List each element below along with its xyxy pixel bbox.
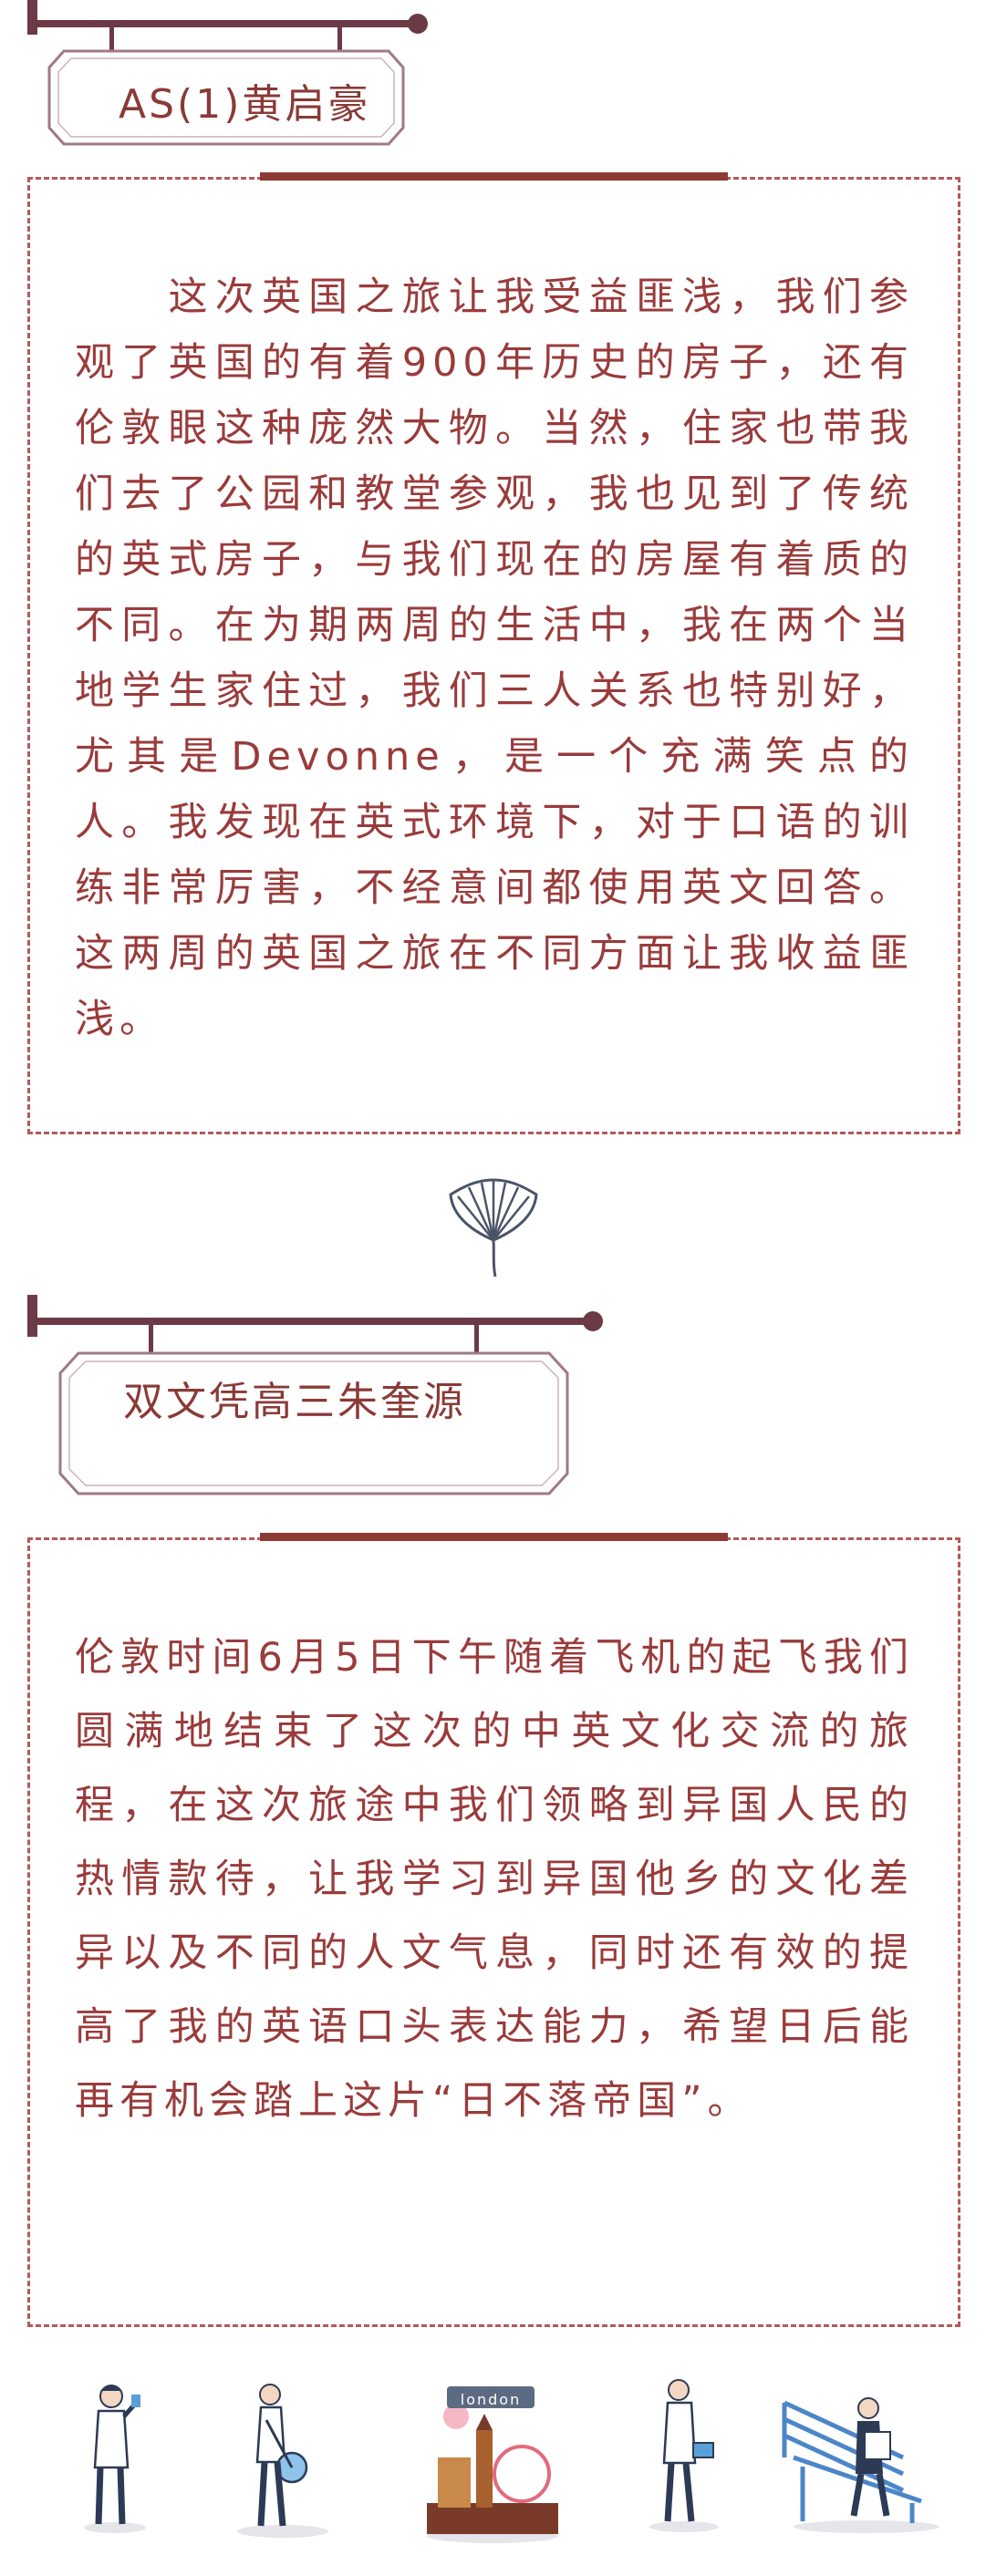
section-2-sign: 双文凭高三朱奎源 xyxy=(0,1286,638,1505)
section-2-card xyxy=(27,1537,960,2327)
section-2-heading: 双文凭高三朱奎源 xyxy=(123,1379,466,1425)
sign-rope xyxy=(109,23,114,61)
footer-illustration: london xyxy=(0,2353,986,2576)
london-badge-label: london xyxy=(460,2391,522,2408)
sign-rope xyxy=(474,1320,479,1364)
section-1-heading: AS(1)黄启豪 xyxy=(119,81,371,128)
section-1-card xyxy=(27,177,960,1134)
sign-board xyxy=(58,1351,569,1495)
sign-post xyxy=(27,0,37,35)
bench-reader-icon xyxy=(782,2397,939,2533)
man-on-phone-icon xyxy=(84,2385,146,2533)
sign-post xyxy=(27,1295,37,1337)
london-landmarks-icon xyxy=(427,2386,558,2543)
ginkgo-leaf-icon xyxy=(449,1178,538,1278)
section-2-card-accent xyxy=(260,1533,728,1541)
section-2-paragraph: 伦敦时间6月5日下午随着飞机的起飞我们圆满地结束了这次的中英文化交流的旅程，在这… xyxy=(75,1635,914,2124)
section-1-sign: AS(1)黄启豪 xyxy=(0,0,511,155)
guitar-player-icon xyxy=(237,2384,328,2538)
sign-bar xyxy=(33,1318,594,1325)
sign-board xyxy=(47,49,405,146)
sign-rope xyxy=(149,1320,153,1364)
sign-bar xyxy=(33,20,416,27)
section-1-card-accent xyxy=(260,172,728,181)
sign-bar-end xyxy=(583,1311,603,1331)
sign-rope xyxy=(337,23,342,61)
sign-bar-end xyxy=(408,14,428,34)
section-1-paragraph: 这次英国之旅让我受益匪浅，我们参观了英国的有着900年历史的房子，还有伦敦眼这种… xyxy=(75,274,914,1042)
businessman-icon xyxy=(649,2379,719,2532)
